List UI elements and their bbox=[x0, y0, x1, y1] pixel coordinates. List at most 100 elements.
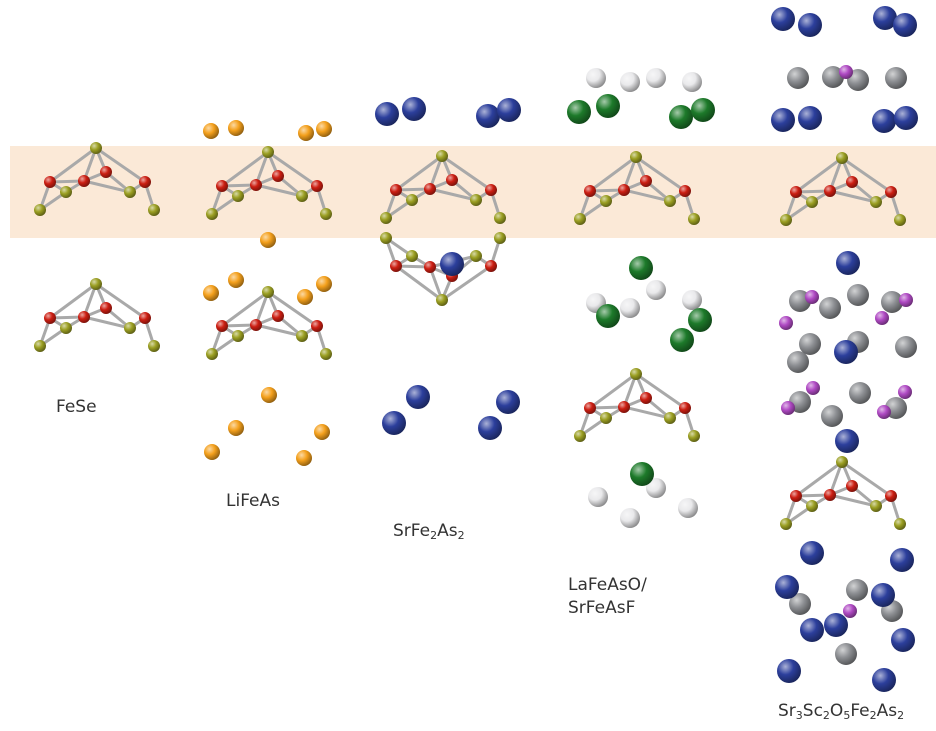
o-atom bbox=[586, 68, 606, 88]
interstitial-o-atom bbox=[781, 401, 795, 415]
bond bbox=[254, 183, 304, 198]
pnictogen-atom bbox=[232, 330, 244, 342]
sc-atom bbox=[822, 66, 844, 88]
interstitial-o-atom bbox=[877, 405, 891, 419]
pnictogen-atom bbox=[894, 518, 906, 530]
sc-atom bbox=[789, 593, 811, 615]
sc-atom bbox=[835, 643, 857, 665]
pnictogen-atom bbox=[470, 194, 482, 206]
li-atom bbox=[228, 420, 244, 436]
bond bbox=[220, 290, 270, 328]
sr-atom bbox=[834, 340, 858, 364]
la-atom bbox=[670, 328, 694, 352]
pnictogen-atom bbox=[90, 142, 102, 154]
bond bbox=[94, 146, 147, 184]
sr-atom bbox=[775, 575, 799, 599]
pnictogen-atom bbox=[34, 340, 46, 352]
sr-atom bbox=[406, 385, 430, 409]
li-atom bbox=[204, 444, 220, 460]
fe-atom bbox=[311, 320, 323, 332]
pnictogen-atom bbox=[90, 278, 102, 290]
fe-atom bbox=[44, 312, 56, 324]
o-atom bbox=[620, 72, 640, 92]
sr-atom bbox=[891, 628, 915, 652]
fe-atom bbox=[485, 260, 497, 272]
pnictogen-atom bbox=[206, 208, 218, 220]
fe-atom bbox=[272, 170, 284, 182]
sr-atom bbox=[771, 7, 795, 31]
fe-atom bbox=[824, 185, 836, 197]
pnictogen-atom bbox=[262, 146, 274, 158]
bond bbox=[828, 493, 878, 508]
o-atom bbox=[620, 298, 640, 318]
sr-atom bbox=[872, 668, 896, 692]
sr-atom bbox=[476, 104, 500, 128]
la-atom bbox=[688, 308, 712, 332]
li-atom bbox=[316, 276, 332, 292]
pnictogen-atom bbox=[894, 214, 906, 226]
sr-atom bbox=[871, 583, 895, 607]
pnictogen-atom bbox=[124, 322, 136, 334]
fe-atom bbox=[846, 176, 858, 188]
pnictogen-atom bbox=[296, 190, 308, 202]
pnictogen-atom bbox=[262, 286, 274, 298]
interstitial-o-atom bbox=[805, 290, 819, 304]
pnictogen-atom bbox=[148, 340, 160, 352]
sr-atom bbox=[478, 416, 502, 440]
o-atom bbox=[646, 478, 666, 498]
bond bbox=[794, 460, 844, 498]
bond bbox=[266, 290, 319, 328]
fe-atom bbox=[424, 183, 436, 195]
fe-atom bbox=[100, 166, 112, 178]
fe-atom bbox=[885, 186, 897, 198]
pnictogen-atom bbox=[664, 412, 676, 424]
sr-atom bbox=[893, 13, 917, 37]
li-atom bbox=[261, 387, 277, 403]
o-atom bbox=[620, 508, 640, 528]
pnictogen-atom bbox=[232, 190, 244, 202]
fe-atom bbox=[78, 311, 90, 323]
pnictogen-atom bbox=[870, 500, 882, 512]
pnictogen-atom bbox=[470, 250, 482, 262]
pnictogen-atom bbox=[494, 212, 506, 224]
fe-atom bbox=[679, 402, 691, 414]
pnictogen-atom bbox=[34, 204, 46, 216]
la-atom bbox=[629, 256, 653, 280]
sr-atom bbox=[771, 108, 795, 132]
fe-atom bbox=[311, 180, 323, 192]
pnictogen-atom bbox=[148, 204, 160, 216]
sc-atom bbox=[821, 405, 843, 427]
sc-atom bbox=[846, 579, 868, 601]
pnictogen-atom bbox=[406, 194, 418, 206]
bond bbox=[840, 156, 893, 194]
sc-atom bbox=[819, 297, 841, 319]
li-atom bbox=[297, 289, 313, 305]
pnictogen-atom bbox=[296, 330, 308, 342]
sr-atom bbox=[894, 106, 918, 130]
fe-atom bbox=[272, 310, 284, 322]
sc-atom bbox=[787, 67, 809, 89]
fe-atom bbox=[390, 184, 402, 196]
bond bbox=[266, 150, 319, 188]
pnictogen-atom bbox=[806, 500, 818, 512]
bond bbox=[394, 264, 444, 302]
pnictogen-atom bbox=[630, 368, 642, 380]
bond bbox=[82, 179, 132, 194]
sr-atom bbox=[777, 659, 801, 683]
fe-atom bbox=[824, 489, 836, 501]
sc-atom bbox=[895, 336, 917, 358]
bond bbox=[828, 189, 878, 204]
sr-atom bbox=[800, 541, 824, 565]
li-atom bbox=[314, 424, 330, 440]
li-atom bbox=[203, 285, 219, 301]
pnictogen-atom bbox=[870, 196, 882, 208]
fe-atom bbox=[250, 319, 262, 331]
fe-atom bbox=[618, 401, 630, 413]
fe-atom bbox=[584, 185, 596, 197]
pnictogen-atom bbox=[806, 196, 818, 208]
fe-atom bbox=[846, 480, 858, 492]
fe-atom bbox=[424, 261, 436, 273]
sr-atom bbox=[497, 98, 521, 122]
bond bbox=[94, 282, 147, 320]
interstitial-o-atom bbox=[899, 293, 913, 307]
